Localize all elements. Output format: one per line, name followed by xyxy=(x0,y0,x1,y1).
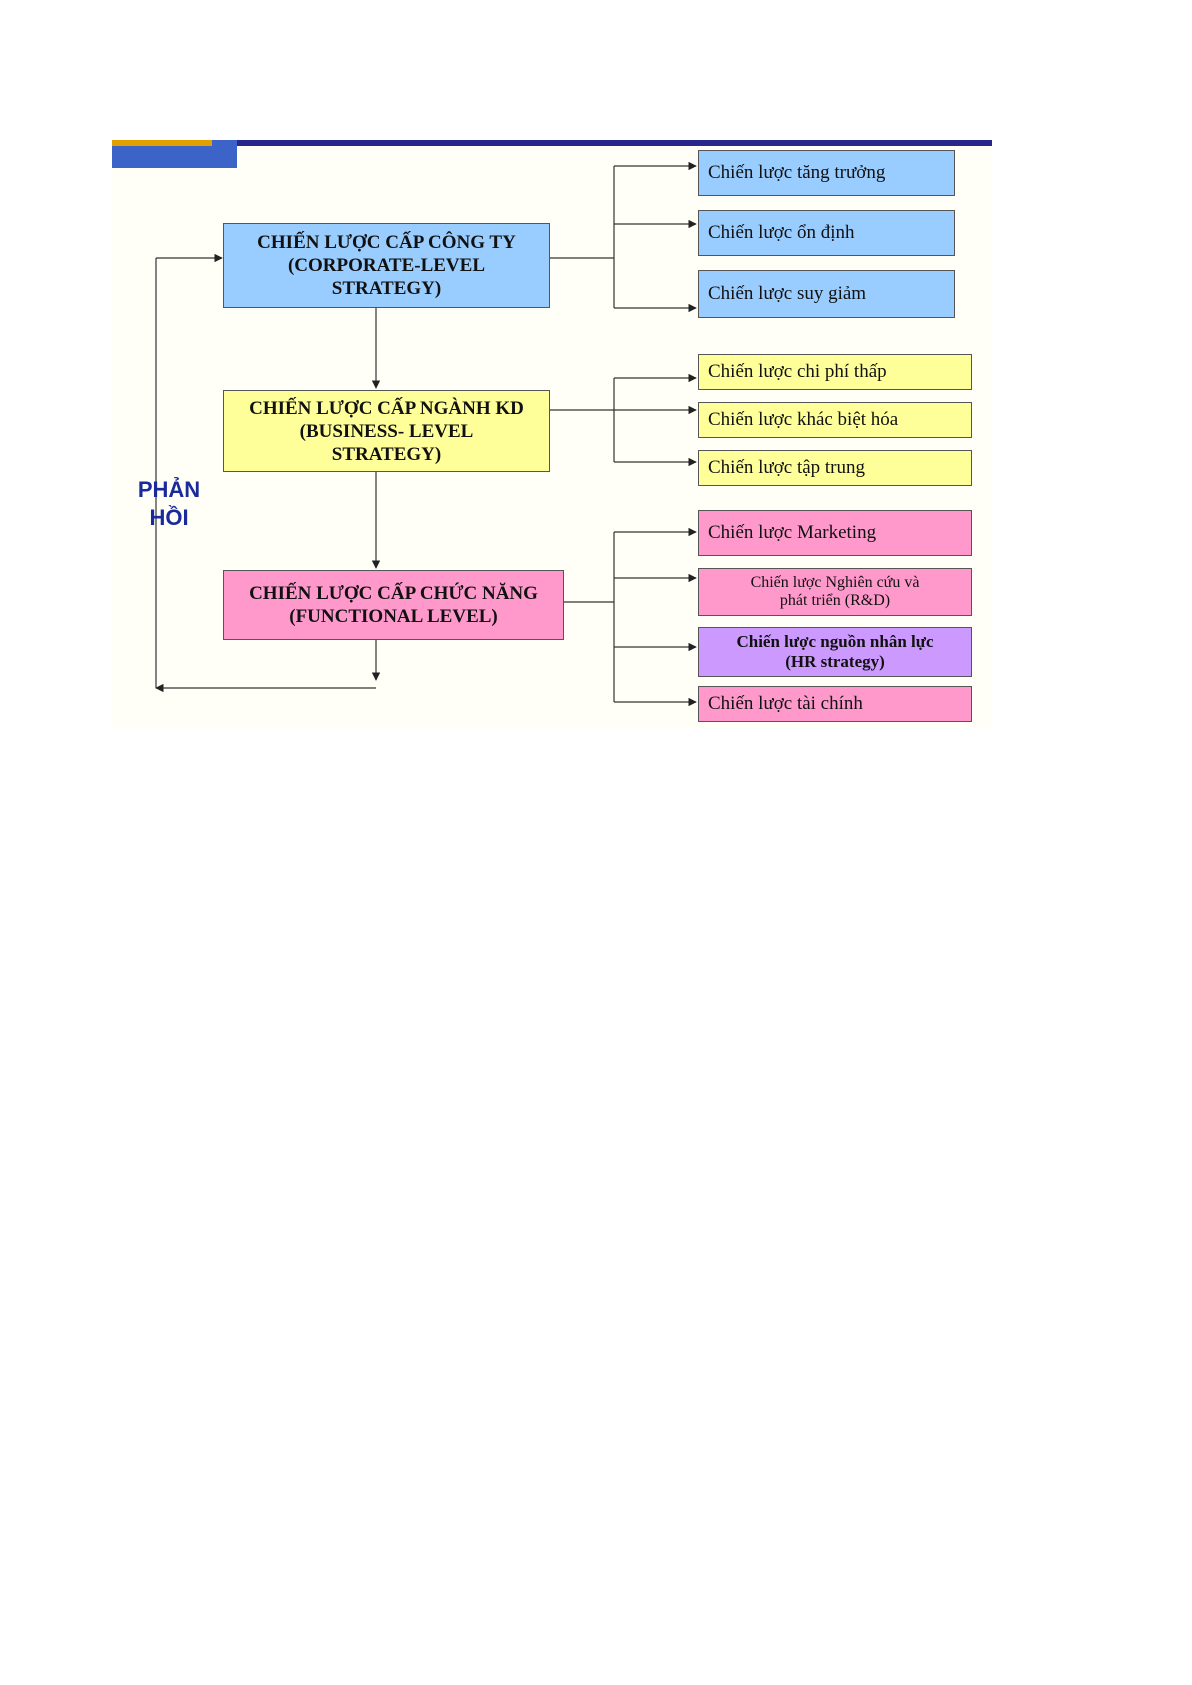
corporate-title: CHIẾN LƯỢC CẤP CÔNG TY xyxy=(257,232,516,253)
hr-strategy-label-2: (HR strategy) xyxy=(785,652,885,671)
marketing-strategy-box: Chiến lược Marketing xyxy=(698,510,972,556)
feedback-label: PHẢN HỒI xyxy=(134,476,204,532)
growth-strategy-box: Chiến lược tăng trưởng xyxy=(698,150,955,196)
focus-strategy-label: Chiến lược tập trung xyxy=(708,457,866,478)
retrenchment-strategy-box: Chiến lược suy giảm xyxy=(698,270,955,318)
growth-strategy-label: Chiến lược tăng trưởng xyxy=(708,162,886,183)
rnd-strategy-label-2: phát triển (R&D) xyxy=(779,592,891,609)
rnd-strategy-label: Chiến lược Nghiên cứu và xyxy=(750,574,920,591)
low-cost-strategy-label: Chiến lược chi phí thấp xyxy=(708,361,887,382)
business-subtitle-2: STRATEGY) xyxy=(331,443,442,465)
rnd-strategy-box: Chiến lược Nghiên cứu và phát triển (R&D… xyxy=(698,568,972,616)
business-level-box: CHIẾN LƯỢC CẤP NGÀNH KD (BUSINESS- LEVEL… xyxy=(223,390,550,472)
functional-title: CHIẾN LƯỢC CẤP CHỨC NĂNG xyxy=(249,583,538,604)
functional-level-box: CHIẾN LƯỢC CẤP CHỨC NĂNG (FUNCTIONAL LEV… xyxy=(223,570,564,640)
functional-subtitle: (FUNCTIONAL LEVEL) xyxy=(289,606,498,627)
marketing-strategy-label: Chiến lược Marketing xyxy=(708,522,877,543)
feedback-label-line2: HỒI xyxy=(149,505,189,530)
corporate-subtitle: (CORPORATE-LEVEL xyxy=(287,255,486,276)
finance-strategy-label: Chiến lược tài chính xyxy=(708,693,863,714)
differentiation-strategy-label: Chiến lược khác biệt hóa xyxy=(708,409,899,430)
business-subtitle: (BUSINESS- LEVEL xyxy=(299,420,474,442)
corporate-level-box: CHIẾN LƯỢC CẤP CÔNG TY (CORPORATE-LEVEL … xyxy=(223,223,550,308)
differentiation-strategy-box: Chiến lược khác biệt hóa xyxy=(698,402,972,438)
hr-strategy-label: Chiến lược nguồn nhân lực xyxy=(736,632,934,651)
header-bar xyxy=(112,140,992,146)
stability-strategy-box: Chiến lược ổn định xyxy=(698,210,955,256)
feedback-label-line1: PHẢN xyxy=(137,477,201,502)
retrenchment-strategy-label: Chiến lược suy giảm xyxy=(708,283,867,304)
finance-strategy-box: Chiến lược tài chính xyxy=(698,686,972,722)
hr-strategy-box: Chiến lược nguồn nhân lực (HR strategy) xyxy=(698,627,972,677)
diagram-slide: CHIẾN LƯỢC CẤP CÔNG TY (CORPORATE-LEVEL … xyxy=(112,140,992,728)
stability-strategy-label: Chiến lược ổn định xyxy=(708,222,855,243)
business-title: CHIẾN LƯỢC CẤP NGÀNH KD xyxy=(249,397,524,419)
focus-strategy-box: Chiến lược tập trung xyxy=(698,450,972,486)
corporate-subtitle-2: STRATEGY) xyxy=(331,278,442,299)
connector-lines xyxy=(155,161,697,707)
low-cost-strategy-box: Chiến lược chi phí thấp xyxy=(698,354,972,390)
corner-logo-strip xyxy=(112,140,212,146)
